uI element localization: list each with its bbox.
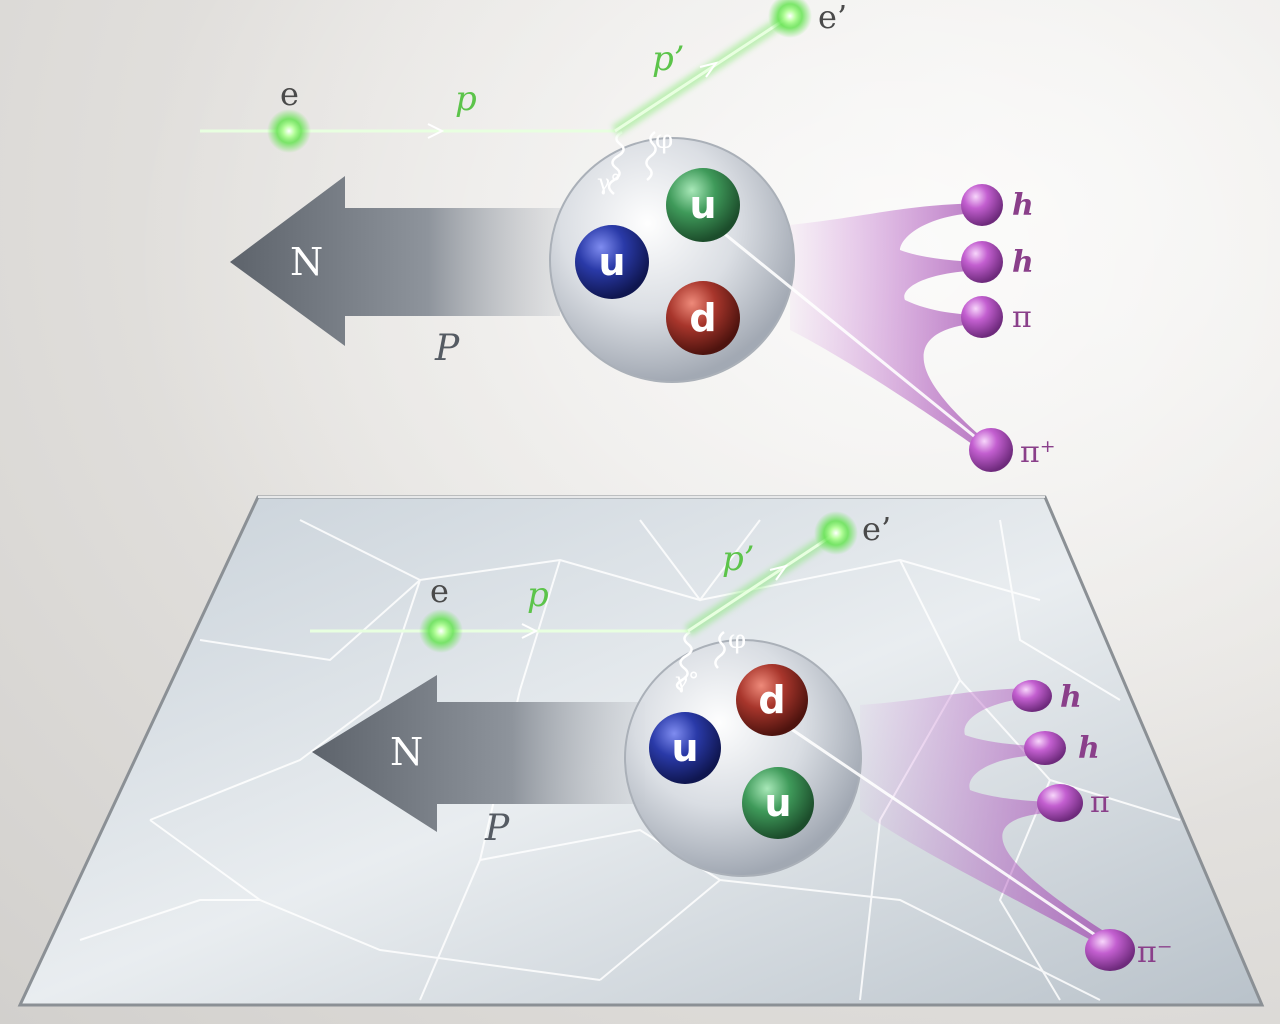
quark-label: u: [598, 240, 625, 284]
beam-direction-arrow: [699, 61, 719, 78]
momentum-out-label: p’: [652, 39, 685, 79]
angle-label: φ: [728, 625, 746, 655]
pion-label: π: [1012, 300, 1032, 335]
quark-label: u: [689, 183, 716, 227]
momentum-in-label: p: [455, 79, 477, 119]
momentum-in-label: p: [527, 575, 549, 615]
hadron-ball: [1024, 731, 1066, 765]
hadron-label: h: [1012, 245, 1034, 280]
nucleon-arrow: [230, 176, 560, 346]
virtual-photon: [675, 630, 693, 692]
beam-direction-arrow: [427, 123, 445, 139]
hadron-ball: [961, 241, 1003, 283]
quark-u-green: [666, 168, 740, 242]
hadron-label: h: [1012, 188, 1034, 223]
hadron-ball: [961, 184, 1003, 226]
nucleon-momentum-label: P: [484, 808, 510, 849]
quark-label: d: [689, 296, 716, 340]
pion-label: π: [1090, 785, 1110, 820]
beam-direction-arrow: [769, 564, 789, 581]
quark-d-red: [666, 281, 740, 355]
quark-label: u: [671, 726, 698, 770]
pion-ball: [961, 296, 1003, 338]
nucleon-momentum-label: P: [434, 328, 460, 369]
pion-ball: [1037, 784, 1083, 822]
photon-trace: [714, 631, 726, 669]
angle-label: φ: [655, 125, 673, 155]
quark-label: d: [758, 678, 785, 722]
electron-out-label: e’: [818, 0, 847, 36]
photon-label: γ°: [597, 171, 621, 196]
leading-pion-ball: [969, 428, 1013, 472]
hadron-label: h: [1060, 680, 1082, 715]
quark-u-blue: [575, 225, 649, 299]
photon-trace: [645, 131, 657, 181]
nucleon-arrow: [312, 675, 645, 832]
bottom-scene: N P d u u γ° φ e e’ p p’ h h π π⁻: [310, 510, 1173, 971]
electron-in-label: e: [430, 572, 449, 610]
electron-out-dot: [768, 0, 812, 38]
beam-direction-arrow: [521, 623, 539, 639]
electron-in-dot: [419, 609, 463, 653]
electron-out-dot: [814, 511, 858, 555]
quark-label: u: [764, 781, 791, 825]
nucleon-label: N: [390, 730, 423, 774]
scattered-beam: [614, 14, 791, 133]
hadron-label: h: [1078, 731, 1100, 766]
scattered-beam: [687, 531, 837, 633]
leading-pion-label: π⁻: [1137, 935, 1173, 970]
quark-u-blue: [649, 712, 721, 784]
hadron-ball: [1012, 680, 1052, 712]
leading-pion-ball: [1085, 929, 1135, 971]
nucleon-label: N: [290, 240, 323, 284]
struck-quark-track: [704, 216, 986, 447]
electron-out-label: e’: [862, 510, 891, 548]
electron-in-label: e: [280, 75, 299, 113]
photon-label: γ°: [675, 669, 699, 694]
struck-quark-track: [774, 716, 1111, 947]
momentum-out-label: p’: [722, 539, 755, 579]
hadron-fan: [790, 203, 985, 446]
top-scene: N P u u d γ° φ e e’ p p’ h h: [200, 0, 1056, 472]
quark-d-red: [736, 664, 808, 736]
hadron-fan: [860, 688, 1110, 945]
leading-pion-label: π⁺: [1020, 435, 1056, 470]
virtual-photon: [607, 130, 625, 195]
electron-in-dot: [267, 109, 311, 153]
quark-u-green: [742, 767, 814, 839]
